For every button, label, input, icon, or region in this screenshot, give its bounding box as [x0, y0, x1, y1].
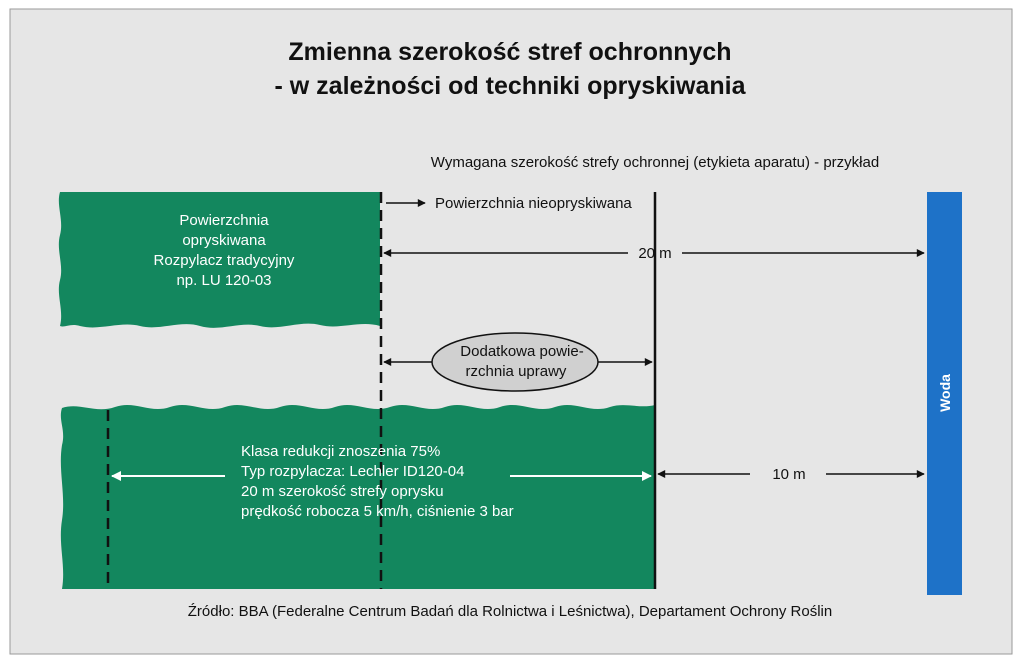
upper-field-line-1: Powierzchnia [179, 212, 269, 229]
unsprayed-label: Powierzchnia nieopryskiwana [435, 195, 632, 212]
additional-area-line-1: Dodatkowa powie- [460, 343, 583, 360]
additional-area-ellipse [431, 332, 599, 392]
title-line-1: Zmienna szerokość stref ochronnych [288, 38, 731, 66]
upper-field-line-4: np. LU 120-03 [176, 272, 271, 289]
lower-field-line-2: Typ rozpylacza: Lechler ID120-04 [241, 463, 464, 480]
additional-area-line-2: rzchnia uprawy [466, 363, 567, 380]
lower-field-line-1: Klasa redukcji znoszenia 75% [241, 443, 440, 460]
upper-sprayed-field [58, 192, 380, 328]
distance-20m-label: 20 m [638, 245, 671, 262]
upper-field-line-3: Rozpylacz tradycyjny [154, 252, 295, 269]
buffer-width-label: Wymagana szerokość strefy ochronnej (ety… [431, 154, 879, 171]
water-label: Woda [937, 374, 953, 412]
water-bar [927, 192, 962, 595]
source-note: Źródło: BBA (Federalne Centrum Badań dla… [188, 603, 832, 620]
distance-10m-label: 10 m [772, 466, 805, 483]
lower-field-line-4: prędkość robocza 5 km/h, ciśnienie 3 bar [241, 503, 514, 520]
upper-field-line-2: opryskiwana [182, 232, 266, 249]
lower-field-line-3: 20 m szerokość strefy oprysku [241, 483, 444, 500]
lower-sprayed-field [60, 404, 656, 589]
title-line-2: - w zależności od techniki opryskiwania [275, 72, 747, 100]
